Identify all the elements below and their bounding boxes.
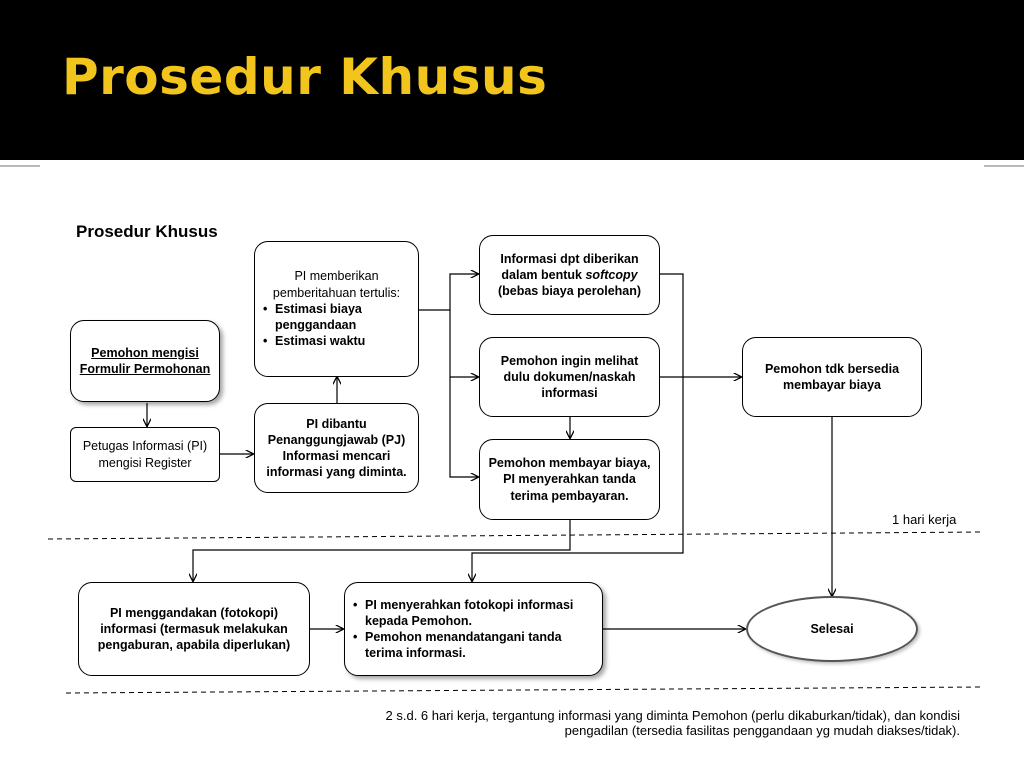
box-pi-dibantu-label: PI dibantu Penanggungjawab (PJ) Informas… <box>266 416 407 480</box>
box-pi-pemberitahuan-list: Estimasi biaya penggandaan Estimasi wakt… <box>261 301 412 350</box>
box-pi-pemberitahuan-item: Estimasi biaya penggandaan <box>261 301 412 334</box>
note-durasi: 2 s.d. 6 hari kerja, tergantung informas… <box>200 708 960 738</box>
note-satu-hari: 1 hari kerja <box>892 512 957 527</box>
dashed-separator-2 <box>65 686 983 694</box>
box-melihat-dokumen-label: Pemohon ingin melihat dulu dokumen/naska… <box>500 353 639 401</box>
dashed-separator-1 <box>47 531 983 540</box>
divider-left <box>0 165 40 167</box>
arrow-softcopy-to-menyerahkan <box>472 273 684 581</box>
box-petugas-register-label: Petugas Informasi (PI) mengisi Register <box>82 439 208 470</box>
note-durasi-line-1: 2 s.d. 6 hari kerja, tergantung informas… <box>385 708 960 723</box>
box-softcopy-emphasis: softcopy <box>585 267 638 282</box>
box-melihat-dokumen: Pemohon ingin melihat dulu dokumen/naska… <box>479 337 660 417</box>
box-softcopy-before: Informasi dpt diberikan dalam bentuk <box>500 251 639 282</box>
box-pi-dibantu: PI dibantu Penanggungjawab (PJ) Informas… <box>254 403 419 493</box>
arrow-pemberitahuan-branch <box>419 274 478 311</box>
box-pemohon-formulir: Pemohon mengisi Formulir Permohonan <box>70 320 220 402</box>
box-membayar-biaya: Pemohon membayar biaya, PI menyerahkan t… <box>479 439 660 520</box>
box-petugas-register: Petugas Informasi (PI) mengisi Register <box>70 427 220 482</box>
box-tdk-bersedia-label: Pemohon tdk bersedia membayar biaya <box>764 361 900 392</box>
box-pi-pemberitahuan-item: Estimasi waktu <box>261 333 412 350</box>
note-durasi-line-2: pengadilan (tersedia fasilitas pengganda… <box>564 723 960 738</box>
box-membayar-biaya-label: Pemohon membayar biaya, PI menyerahkan t… <box>488 456 651 503</box>
box-softcopy-after: (bebas biaya perolehan) <box>497 284 642 299</box>
box-selesai: Selesai <box>746 596 918 662</box>
box-menyerahkan: PI menyerahkan fotokopi informasi kepada… <box>344 582 603 676</box>
box-pi-pemberitahuan-intro: PI memberikan pemberitahuan tertulis: <box>272 269 401 300</box>
box-menyerahkan-item: PI menyerahkan fotokopi informasi kepada… <box>351 597 596 630</box>
box-tdk-bersedia: Pemohon tdk bersedia membayar biaya <box>742 337 922 417</box>
slide-title: Prosedur Khusus <box>62 48 548 106</box>
diagram-title: Prosedur Khusus <box>76 222 218 241</box>
box-menyerahkan-list: PI menyerahkan fotokopi informasi kepada… <box>351 597 596 662</box>
box-softcopy: Informasi dpt diberikan dalam bentuk sof… <box>479 235 660 315</box>
box-pemohon-formulir-label: Pemohon mengisi Formulir Permohonan <box>79 345 211 376</box>
box-pi-pemberitahuan: PI memberikan pemberitahuan tertulis: Es… <box>254 241 419 377</box>
divider-right <box>984 165 1024 167</box>
slide-header: Prosedur Khusus <box>0 0 1024 160</box>
box-menggandakan-label: PI menggandakan (fotokopi) informasi (te… <box>97 605 291 653</box>
box-menggandakan: PI menggandakan (fotokopi) informasi (te… <box>78 582 310 676</box>
box-menyerahkan-item: Pemohon menandatangani tanda terima info… <box>351 629 596 662</box>
box-selesai-label: Selesai <box>810 621 854 636</box>
arrow-membayar-to-menggandakan <box>193 520 571 581</box>
